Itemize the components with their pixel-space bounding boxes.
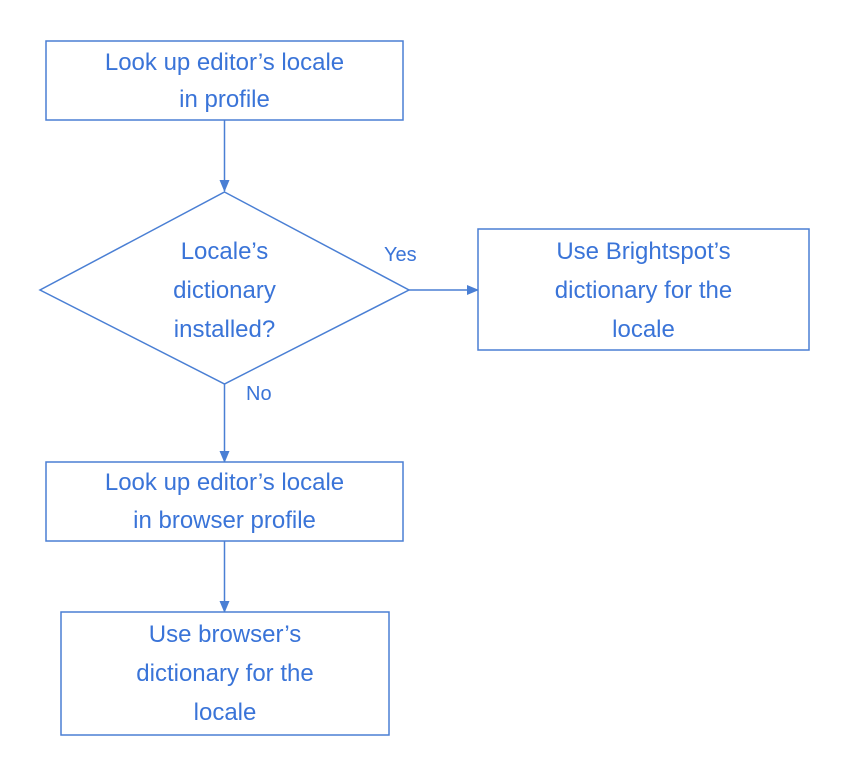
use-browser-box [60,611,390,736]
lookup-browser-box [45,461,404,542]
use-browser-node: Use browser’s dictionary for the locale [60,611,390,736]
use-brightspot-line-3: locale [612,316,675,343]
use-brightspot-line-1: Use Brightspot’s [556,238,730,265]
lookup-profile-line-1: Look up editor’s locale [105,49,344,76]
decision-line-3: installed? [174,316,275,343]
use-brightspot-node: Use Brightspot’s dictionary for the loca… [477,228,810,351]
lookup-profile-box [45,40,404,121]
decision-node: Locale’s dictionary installed? [38,191,411,385]
yes-label: Yes [384,244,417,266]
no-label: No [246,383,272,405]
lookup-browser-node: Look up editor’s locale in browser profi… [45,461,404,542]
use-brightspot-box [477,228,810,351]
use-browser-line-3: locale [194,699,257,726]
lookup-profile-node: Look up editor’s locale in profile [45,40,404,121]
decision-line-1: Locale’s [181,238,269,265]
use-browser-line-2: dictionary for the [136,660,313,687]
lookup-browser-line-1: Look up editor’s locale [105,469,344,496]
use-brightspot-line-2: dictionary for the [555,277,732,304]
lookup-browser-line-2: in browser profile [133,507,316,534]
decision-line-2: dictionary [173,277,276,304]
lookup-profile-line-2: in profile [179,86,270,113]
use-browser-line-1: Use browser’s [149,621,302,648]
